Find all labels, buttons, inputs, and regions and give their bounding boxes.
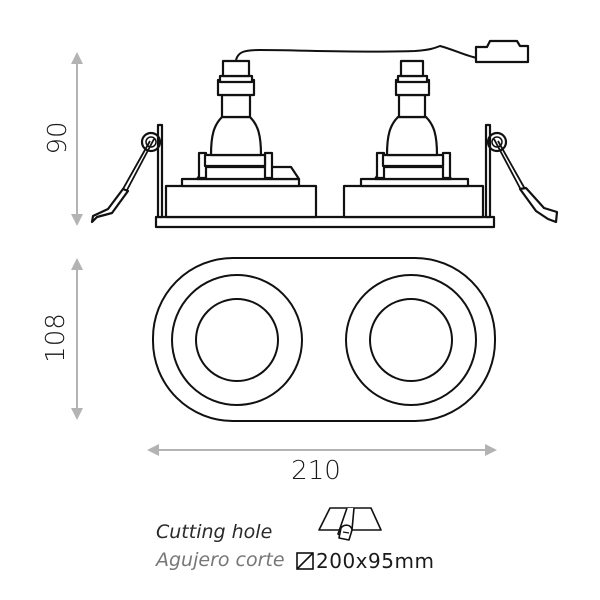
driver-box [474,39,530,64]
right-bezel-ring [345,274,477,406]
right-lamp-unit [342,59,485,219]
width-dimension-label: 210 [291,456,341,486]
right-lens [369,298,453,382]
dimension-depth-arrow [71,258,83,420]
dimension-height-arrow [71,52,83,226]
cutting-hole-icon [318,507,382,541]
outer-housing [152,257,496,422]
dimension-width-arrow [147,444,497,456]
depth-dimension-label: 108 [41,313,71,363]
cutting-hole-size: 200x95mm [316,549,435,573]
left-bezel-ring [171,274,303,406]
square-cutout-icon [296,552,314,570]
left-lamp-unit [164,59,318,219]
left-spring-clip [90,131,162,224]
power-cable [235,45,478,61]
height-dimension-label: 90 [43,121,73,155]
side-view [90,39,559,229]
base-plate [154,215,496,229]
cutting-hole-label-es: Agujero corte [156,549,285,571]
right-spring-clip [486,131,559,224]
front-view [152,257,496,422]
left-lens [195,298,279,382]
cutting-hole-label-en: Cutting hole [156,521,273,543]
